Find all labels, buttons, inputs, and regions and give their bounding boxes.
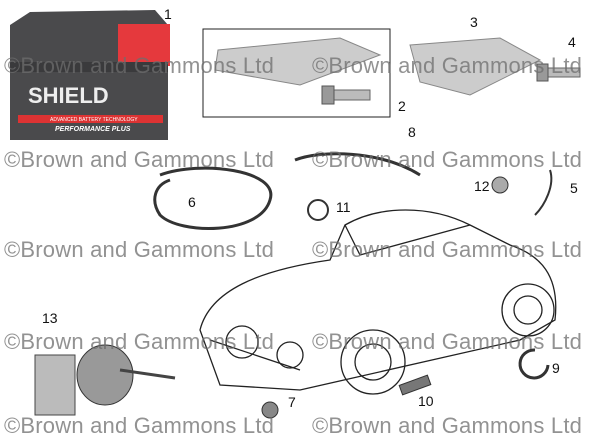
callout-11: 11 <box>336 199 351 215</box>
watermark: ©Brown and Gammons Ltd <box>312 53 583 78</box>
callout-12: 12 <box>474 178 490 194</box>
watermark: ©Brown and Gammons Ltd <box>312 147 583 172</box>
bolt-4 <box>536 63 581 82</box>
watermark: ©Brown and Gammons Ltd <box>312 329 583 354</box>
callout-4: 4 <box>568 34 576 50</box>
battery-tagline: ADVANCED BATTERY TECHNOLOGY <box>50 117 138 123</box>
battery-brand: SHIELD <box>28 83 109 108</box>
battery-cable-6 <box>153 166 273 230</box>
clip-10 <box>398 374 432 396</box>
callout-1: 1 <box>164 6 172 22</box>
bolt-2 <box>321 85 371 105</box>
horn-13 <box>34 344 176 416</box>
battery-clamp <box>214 37 382 86</box>
callout-7: 7 <box>288 394 296 410</box>
clip-11 <box>307 199 329 221</box>
callout-9: 9 <box>552 360 560 376</box>
watermark: ©Brown and Gammons Ltd <box>312 237 583 262</box>
bracket-group-box <box>202 28 391 118</box>
battery-clamp-3 <box>409 37 542 96</box>
watermark: ©Brown and Gammons Ltd <box>4 53 275 78</box>
car-outline <box>199 209 557 395</box>
callout-3: 3 <box>470 14 478 30</box>
watermark: ©Brown and Gammons Ltd <box>4 237 275 262</box>
nut-7 <box>261 401 279 419</box>
callout-8: 8 <box>408 124 416 140</box>
clip-9 <box>518 348 550 380</box>
callout-2: 2 <box>398 98 406 114</box>
watermark: ©Brown and Gammons Ltd <box>4 147 275 172</box>
callout-5: 5 <box>570 180 578 196</box>
callout-6: 6 <box>188 194 196 210</box>
callout-13: 13 <box>42 310 58 326</box>
grommet-12 <box>491 176 509 194</box>
battery: SHIELD ADVANCED BATTERY TECHNOLOGY PERFO… <box>10 10 170 140</box>
battery-series: PERFORMANCE PLUS <box>55 126 131 133</box>
watermark: ©Brown and Gammons Ltd <box>4 329 275 354</box>
cable-8 <box>294 152 421 177</box>
callout-10: 10 <box>418 393 434 409</box>
cable-5 <box>534 169 553 216</box>
watermark: ©Brown and Gammons Ltd <box>4 413 275 433</box>
watermark: ©Brown and Gammons Ltd <box>312 413 583 433</box>
